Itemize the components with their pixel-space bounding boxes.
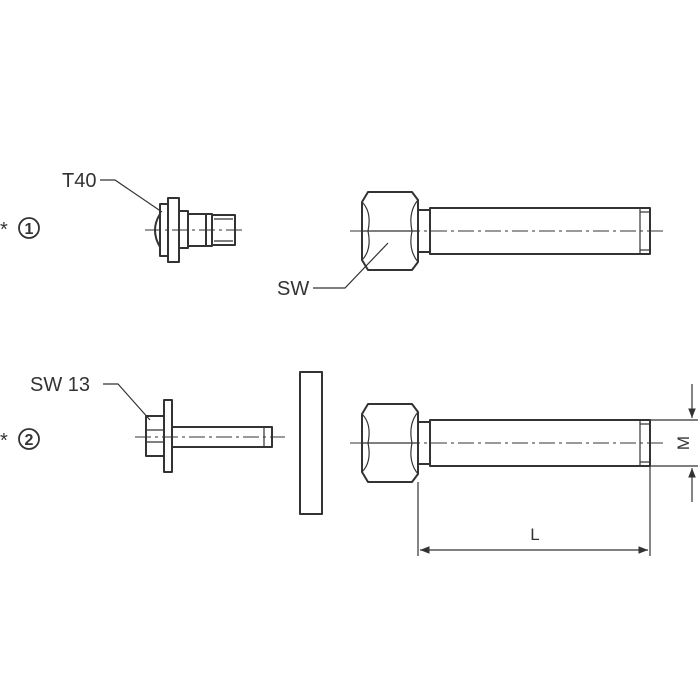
variant-1-marker: * 1 bbox=[0, 217, 40, 241]
variant-1-number-circle bbox=[18, 217, 40, 239]
flange-bolt-flange bbox=[163, 399, 173, 473]
variant-2-asterisk: * bbox=[0, 430, 8, 452]
adapter-pin-1 bbox=[350, 191, 665, 271]
dimension-length: L bbox=[417, 466, 651, 556]
thread-label: M bbox=[674, 436, 693, 450]
torx-screw bbox=[145, 197, 245, 263]
variant-1-number: 1 bbox=[25, 221, 34, 238]
sw13-label: SW 13 bbox=[30, 374, 90, 396]
variant-2-marker: * 2 bbox=[0, 428, 40, 452]
torx-leader-line bbox=[100, 179, 163, 213]
sw13-leader-line bbox=[103, 383, 151, 421]
sw-label: SW bbox=[277, 278, 309, 300]
torx-label: T40 bbox=[62, 170, 96, 192]
flange-bolt bbox=[135, 399, 285, 473]
length-label: L bbox=[530, 525, 539, 544]
variant-1-asterisk: * bbox=[0, 219, 8, 241]
flange-bolt-hex-head bbox=[145, 415, 165, 457]
adapter-pin-2 bbox=[350, 403, 665, 483]
sw-leader-line bbox=[313, 242, 389, 289]
variant-2-number: 2 bbox=[25, 432, 34, 449]
dimension-thread: M bbox=[650, 384, 698, 502]
spacer-plate bbox=[299, 371, 323, 515]
variant-2-number-circle bbox=[18, 428, 40, 450]
